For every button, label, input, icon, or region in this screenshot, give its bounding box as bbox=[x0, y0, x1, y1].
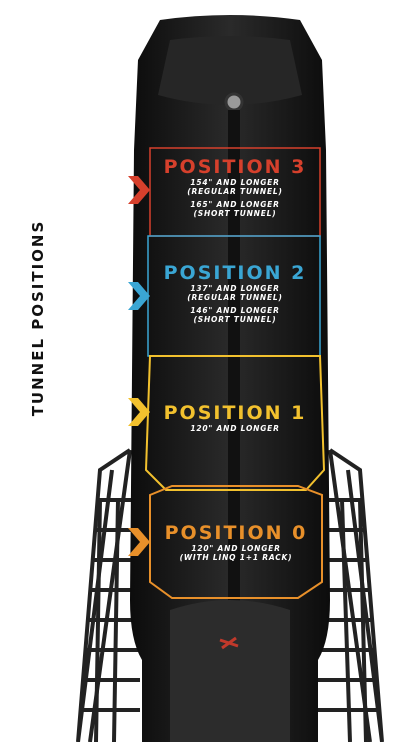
position-1-title: POSITION 1 bbox=[163, 402, 307, 424]
zone-position-0 bbox=[149, 485, 323, 599]
chevron-position-1-icon bbox=[128, 398, 150, 426]
position-0-title: POSITION 0 bbox=[164, 522, 308, 544]
position-0-line2: (WITH LINQ 1+1 RACK) bbox=[179, 553, 293, 562]
position-3-line1: 154" AND LONGER bbox=[190, 178, 280, 187]
chevron-position-3-icon bbox=[128, 176, 150, 204]
side-rack-right bbox=[318, 448, 384, 742]
position-3-title: POSITION 3 bbox=[163, 156, 307, 178]
position-2-title: POSITION 2 bbox=[163, 262, 307, 284]
label-position-0: POSITION 0 120" AND LONGER (WITH LINQ 1+… bbox=[150, 522, 322, 562]
side-rack-left bbox=[76, 448, 140, 742]
chevron-position-0-icon bbox=[128, 528, 150, 556]
center-knob bbox=[224, 92, 244, 112]
brand-x-mark bbox=[219, 636, 239, 650]
position-2-line4: (SHORT TUNNEL) bbox=[193, 315, 277, 324]
chevron-position-2-icon bbox=[128, 282, 150, 310]
position-2-line1: 137" AND LONGER bbox=[190, 284, 280, 293]
label-position-3: POSITION 3 154" AND LONGER (REGULAR TUNN… bbox=[150, 156, 320, 218]
position-3-line2: (REGULAR TUNNEL) bbox=[187, 187, 283, 196]
label-position-1: POSITION 1 120" AND LONGER bbox=[150, 402, 320, 433]
position-3-line4: (SHORT TUNNEL) bbox=[193, 209, 277, 218]
position-2-line2: (REGULAR TUNNEL) bbox=[187, 293, 283, 302]
tunnel-cap bbox=[158, 36, 302, 105]
position-2-line3: 146" AND LONGER bbox=[190, 306, 280, 315]
rear-flap bbox=[170, 600, 290, 742]
center-spine bbox=[228, 110, 240, 630]
position-1-line1: 120" AND LONGER bbox=[190, 424, 280, 433]
position-3-line3: 165" AND LONGER bbox=[190, 200, 280, 209]
position-0-line1: 120" AND LONGER bbox=[191, 544, 281, 553]
label-position-2: POSITION 2 137" AND LONGER (REGULAR TUNN… bbox=[150, 262, 320, 324]
